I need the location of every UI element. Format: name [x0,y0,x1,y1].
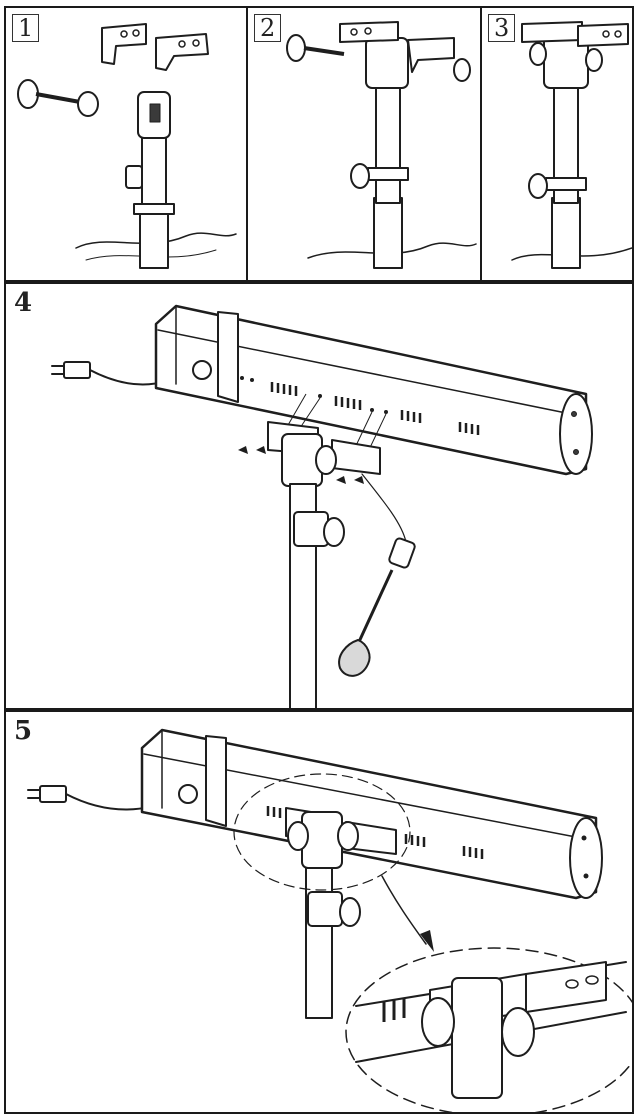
step-4-panel: 4 [4,282,634,710]
step-2-illustration [286,21,477,269]
step-5-panel: 5 [4,710,634,1114]
panel-divider [246,8,248,280]
step-4-illustration [51,304,593,708]
step-2-number: 2 [254,14,282,42]
step-3-number: 3 [488,14,516,42]
step-5-number: 5 [14,716,33,746]
step-1-panel: 1 [6,8,246,280]
panel-divider [480,8,482,280]
zoom-detail [345,947,632,1112]
step-2-panel: 2 [248,8,480,280]
step-5-illustration [27,728,632,1112]
top-row-frame: 1 2 [4,6,634,282]
step-4-number: 4 [14,288,33,318]
step-1-illustration [17,23,237,269]
step-1-number: 1 [12,14,40,42]
step-3-panel: 3 [482,8,632,280]
step-3-illustration [511,21,632,269]
